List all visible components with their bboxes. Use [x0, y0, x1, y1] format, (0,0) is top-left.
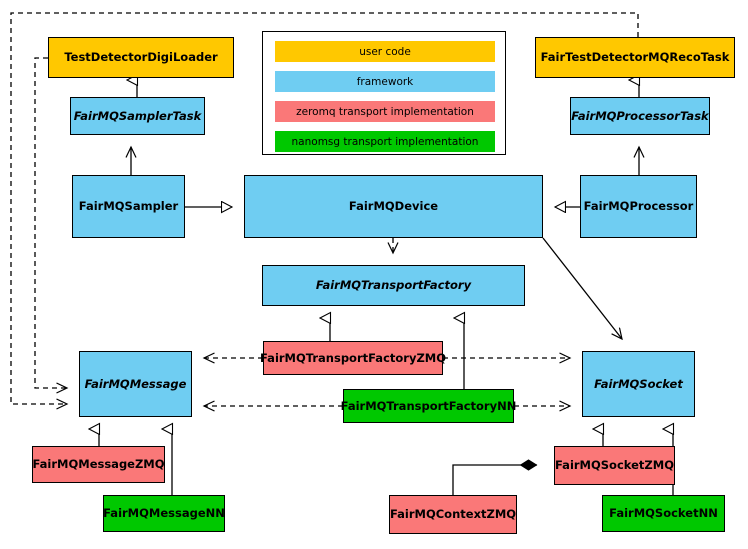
- class-node-fairmq-transport-factory-zmq[interactable]: FairMQTransportFactoryZMQ: [260, 341, 447, 375]
- legend-item-user-code: user code: [275, 41, 495, 62]
- legend-item-framework: framework: [275, 71, 495, 92]
- class-label: FairMQProcessorTask: [571, 108, 709, 123]
- class-label: FairTestDetectorMQRecoTask: [540, 50, 730, 65]
- class-node-fairmq-sampler-task[interactable]: FairMQSamplerTask: [70, 97, 205, 135]
- class-label: FairMQMessageNN: [103, 506, 225, 521]
- class-label: FairMQProcessor: [583, 199, 694, 214]
- edge-dependency-digiloader-message: [34, 57, 67, 388]
- class-node-fairmq-processor-task[interactable]: FairMQProcessorTask: [570, 97, 710, 135]
- class-node-fairmq-socket-zmq[interactable]: FairMQSocketZMQ: [554, 446, 675, 485]
- class-label: FairMQSocket: [594, 376, 683, 391]
- class-label: FairMQSocketNN: [609, 506, 718, 521]
- class-label: FairMQTransportFactory: [315, 278, 472, 293]
- class-node-fairmq-message-zmq[interactable]: FairMQMessageZMQ: [32, 446, 165, 483]
- class-label: FairMQSamplerTask: [73, 108, 202, 123]
- class-node-fairmq-socket[interactable]: FairMQSocket: [582, 351, 695, 417]
- class-node-fairmq-transport-factory[interactable]: FairMQTransportFactory: [262, 265, 525, 306]
- class-node-fairmq-message[interactable]: FairMQMessage: [79, 351, 192, 417]
- class-node-fairmq-sampler[interactable]: FairMQSampler: [72, 175, 185, 238]
- class-label: FairMQTransportFactoryZMQ: [260, 350, 447, 365]
- class-node-fairmq-socket-nn[interactable]: FairMQSocketNN: [602, 495, 725, 532]
- edge-dependency-recotask-message: [10, 12, 639, 404]
- class-label: TestDetectorDigiLoader: [64, 50, 218, 65]
- class-label: FairMQMessage: [84, 376, 187, 391]
- class-label: FairMQContextZMQ: [389, 507, 517, 522]
- class-node-fairmq-device[interactable]: FairMQDevice: [244, 175, 543, 238]
- legend-label: zeromq transport implementation: [296, 105, 474, 118]
- edge-composition-contextzmq-socketzmq: [452, 465, 537, 495]
- edge-association-device-socket: [542, 237, 622, 339]
- legend-item-nanomsg: nanomsg transport implementation: [275, 131, 495, 152]
- class-node-fair-test-detector-mq-reco-task[interactable]: FairTestDetectorMQRecoTask: [535, 37, 735, 78]
- class-node-test-detector-digi-loader[interactable]: TestDetectorDigiLoader: [48, 37, 234, 78]
- class-node-fairmq-context-zmq[interactable]: FairMQContextZMQ: [389, 495, 517, 534]
- class-node-fairmq-processor[interactable]: FairMQProcessor: [580, 175, 697, 238]
- legend-item-zeromq: zeromq transport implementation: [275, 101, 495, 122]
- legend-label: user code: [359, 45, 411, 58]
- legend-label: nanomsg transport implementation: [291, 135, 479, 148]
- class-label: FairMQSocketZMQ: [555, 458, 674, 473]
- class-label: FairMQTransportFactoryNN: [340, 398, 517, 413]
- legend-label: framework: [356, 75, 414, 88]
- class-label: FairMQMessageZMQ: [32, 457, 165, 472]
- class-label: FairMQSampler: [78, 199, 179, 214]
- legend: user code framework zeromq transport imp…: [262, 31, 506, 155]
- class-node-fairmq-message-nn[interactable]: FairMQMessageNN: [103, 495, 225, 532]
- class-label: FairMQDevice: [348, 199, 439, 214]
- class-node-fairmq-transport-factory-nn[interactable]: FairMQTransportFactoryNN: [340, 389, 517, 423]
